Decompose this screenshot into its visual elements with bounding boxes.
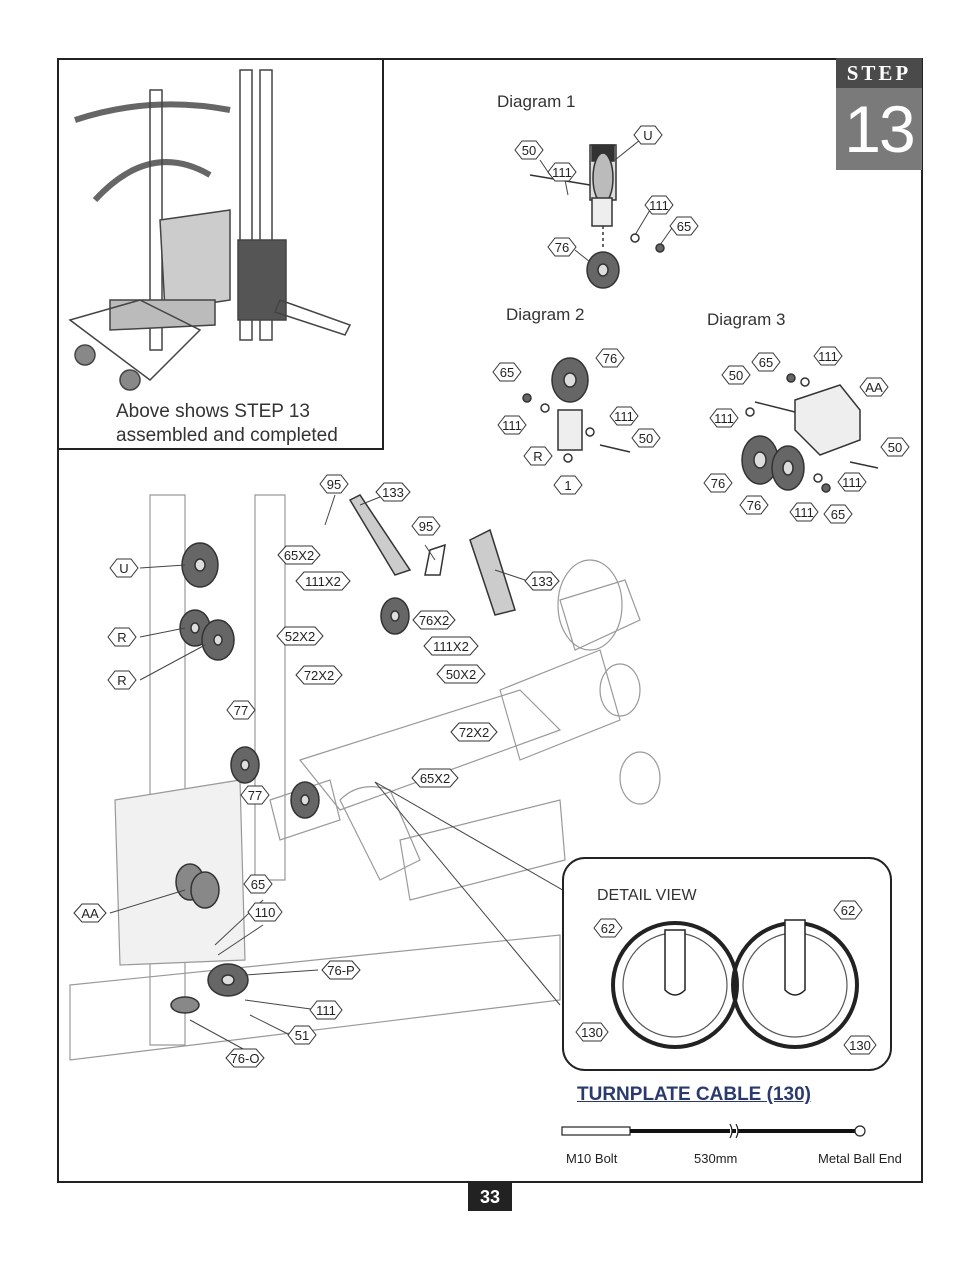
tag-label: R <box>117 673 126 688</box>
tag-label: 77 <box>234 703 248 718</box>
tag-label: 65X2 <box>284 548 314 563</box>
detail-view-tags: 62 62 130 130 <box>575 900 877 1055</box>
diagram1-title: Diagram 1 <box>497 92 576 111</box>
tag-label: 62 <box>841 903 855 918</box>
tag-label: 51 <box>295 1028 309 1043</box>
tag-label: 50X2 <box>446 667 476 682</box>
tag-label: 76 <box>603 351 617 366</box>
turnplate-cable-drawing <box>561 1123 866 1139</box>
tag-label: 65 <box>251 877 265 892</box>
tag-label: U <box>643 128 652 143</box>
tag-label: 72X2 <box>459 725 489 740</box>
tag-label: 77 <box>248 788 262 803</box>
tag-label: 130 <box>849 1038 871 1053</box>
tag-label: 76 <box>747 498 761 513</box>
step-badge: STEP 13 <box>836 58 922 170</box>
tag-label: 50 <box>729 368 743 383</box>
tag-label: R <box>117 630 126 645</box>
diagram1-tags: 50 111 U 111 65 76 <box>514 125 699 257</box>
tag-label: 110 <box>255 905 276 920</box>
tag-label: 130 <box>581 1025 603 1040</box>
tag-label: AA <box>81 906 99 921</box>
tag-label: 1 <box>564 478 571 493</box>
tag-label: 111 <box>714 411 734 426</box>
tag-label: 52X2 <box>285 629 315 644</box>
tag-label: 111 <box>842 475 862 490</box>
tag-label: 111 <box>649 198 669 213</box>
tag-label: 50 <box>639 431 653 446</box>
tag-label: 72X2 <box>304 668 334 683</box>
diagram1-parts <box>529 144 665 289</box>
diagram3-parts <box>741 373 879 493</box>
tag-label: 65 <box>831 507 845 522</box>
cable-right-label: Metal Ball End <box>818 1151 902 1166</box>
page-frame <box>57 58 923 1183</box>
main-assembly-handles <box>348 494 516 616</box>
step-number: 13 <box>836 88 922 170</box>
tag-label: AA <box>865 380 883 395</box>
tag-label: 65 <box>677 219 691 234</box>
tag-label: 95 <box>419 519 433 534</box>
tag-label: 50 <box>888 440 902 455</box>
tag-label: 133 <box>531 574 553 589</box>
inset-caption-line2: assembled and completed <box>116 425 338 446</box>
diagram2-tags: 65 76 111 111 50 R 1 <box>492 348 661 495</box>
assembled-inset <box>57 58 384 450</box>
main-assembly-pulleys <box>170 542 410 1014</box>
cable-left-label: M10 Bolt <box>566 1151 618 1166</box>
detail-view-box <box>562 857 892 1071</box>
detail-view-title: DETAIL VIEW <box>597 887 697 904</box>
cable-length-label: 530mm <box>694 1151 738 1166</box>
tag-label: 111 <box>316 1003 336 1018</box>
tag-label: 62 <box>601 921 615 936</box>
diagram3-title: Diagram 3 <box>707 310 786 329</box>
cable-title: TURNPLATE CABLE (130) <box>577 1084 811 1105</box>
inset-machine-illustration <box>68 69 352 391</box>
tag-label: 76X2 <box>419 613 449 628</box>
tag-label: 65 <box>759 355 773 370</box>
tag-label: 76 <box>711 476 725 491</box>
page-number: 33 <box>468 1183 512 1211</box>
tag-label: 65X2 <box>420 771 450 786</box>
main-assembly-tags: 95 133 95 133 U 65X2 111X2 76X2 R 52X2 1… <box>73 474 560 1068</box>
leader-lines <box>109 139 673 1051</box>
tag-label: 76-P <box>327 963 354 978</box>
diagram2-title: Diagram 2 <box>506 305 585 324</box>
diagram3-tags: 65 111 50 AA 111 50 76 76 111 111 65 <box>703 346 910 524</box>
tag-label: 111 <box>502 418 522 433</box>
tag-label: 65 <box>500 365 514 380</box>
tag-label: 50 <box>522 143 536 158</box>
tag-label: 111X2 <box>433 639 469 654</box>
tag-label: 111 <box>614 409 634 424</box>
tag-label: 76 <box>555 240 569 255</box>
tag-label: 133 <box>382 485 404 500</box>
inset-caption-line1: Above shows STEP 13 <box>116 401 310 422</box>
tag-label: 111X2 <box>305 574 341 589</box>
tag-label: 76-O <box>231 1051 260 1066</box>
tag-label: 111 <box>794 505 814 520</box>
diagram2-parts <box>522 357 631 463</box>
tag-label: 111 <box>818 349 838 364</box>
tag-label: 111 <box>552 165 572 180</box>
tag-label: R <box>533 449 542 464</box>
step-word: STEP <box>836 58 922 88</box>
tag-label: U <box>119 561 128 576</box>
tag-label: 95 <box>327 477 341 492</box>
inset-caption: Above shows STEP 13 assembled and comple… <box>116 400 338 448</box>
